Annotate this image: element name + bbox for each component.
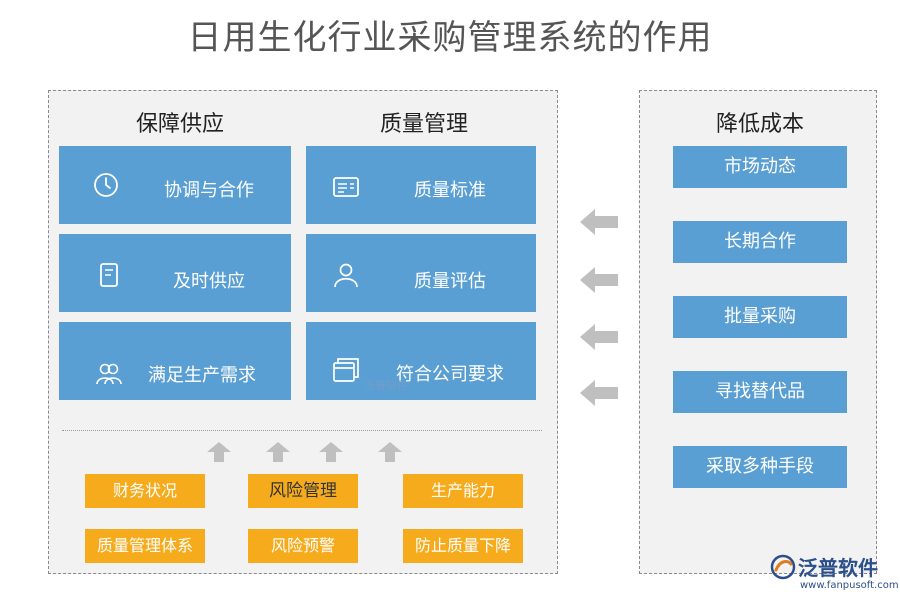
cost-tile-market-trends: 市场动态: [673, 146, 847, 188]
brand-logo: 泛普软件 www.fanpusoft.com: [770, 548, 899, 596]
cost-tile-long-term-cooperation: 长期合作: [673, 221, 847, 263]
left-arrow-icon: [580, 209, 618, 235]
quality-tile-label: 质量标准: [414, 180, 486, 201]
quality-tile-assessment: 质量评估: [306, 234, 536, 312]
quality-tile-label: 质量评估: [414, 271, 486, 292]
quality-tile-standard: 质量标准: [306, 146, 536, 224]
people-icon: [96, 363, 122, 385]
factor-quality-system: 质量管理体系: [85, 529, 205, 563]
brand-url: www.fanpusoft.com: [800, 580, 899, 591]
factor-financial-status: 财务状况: [85, 474, 205, 508]
heading-supply: 保障供应: [135, 112, 224, 137]
brand-logo-icon: [770, 554, 796, 580]
up-arrow-icon: [319, 442, 343, 462]
quality-tile-label: 符合公司要求: [396, 364, 504, 385]
up-arrow-icon: [378, 442, 402, 462]
cost-tile-bulk-purchase: 批量采购: [673, 296, 847, 338]
supply-tile-label: 及时供应: [173, 271, 245, 292]
supply-tile-production: 满足生产需求: [59, 322, 291, 400]
factor-risk-warning: 风险预警: [248, 529, 358, 563]
heading-cost-reduction: 降低成本: [715, 112, 804, 137]
cost-tile-find-substitutes: 寻找替代品: [673, 371, 847, 413]
factor-production-capacity: 生产能力: [403, 474, 523, 508]
windows-icon: [333, 358, 359, 382]
id-card-icon: [333, 177, 359, 197]
up-arrow-icon: [266, 442, 290, 462]
up-arrow-icon: [207, 442, 231, 462]
factor-risk-management: 风险管理: [248, 474, 358, 508]
divider: [62, 430, 542, 431]
clock-icon: [94, 173, 118, 197]
left-arrow-icon: [580, 380, 618, 406]
supply-tile-label: 满足生产需求: [148, 365, 256, 386]
supply-tile-label: 协调与合作: [164, 180, 254, 201]
cost-tile-multiple-means: 采取多种手段: [673, 446, 847, 488]
brand-logo-text: 泛普软件: [798, 556, 878, 580]
supply-tile-timely: 及时供应: [59, 234, 291, 312]
person-icon: [334, 263, 358, 288]
factor-prevent-quality-decline: 防止质量下降: [403, 529, 523, 563]
supply-tile-coordination: 协调与合作: [59, 146, 291, 224]
page-title: 日用生化行业采购管理系统的作用: [187, 18, 713, 58]
quality-tile-compliance: 符合公司要求: [306, 322, 536, 400]
document-icon: [100, 263, 118, 287]
watermark: 泛普软件: [364, 379, 408, 392]
left-arrow-icon: [580, 267, 618, 293]
heading-quality: 质量管理: [379, 112, 468, 137]
left-arrow-icon: [580, 324, 618, 350]
